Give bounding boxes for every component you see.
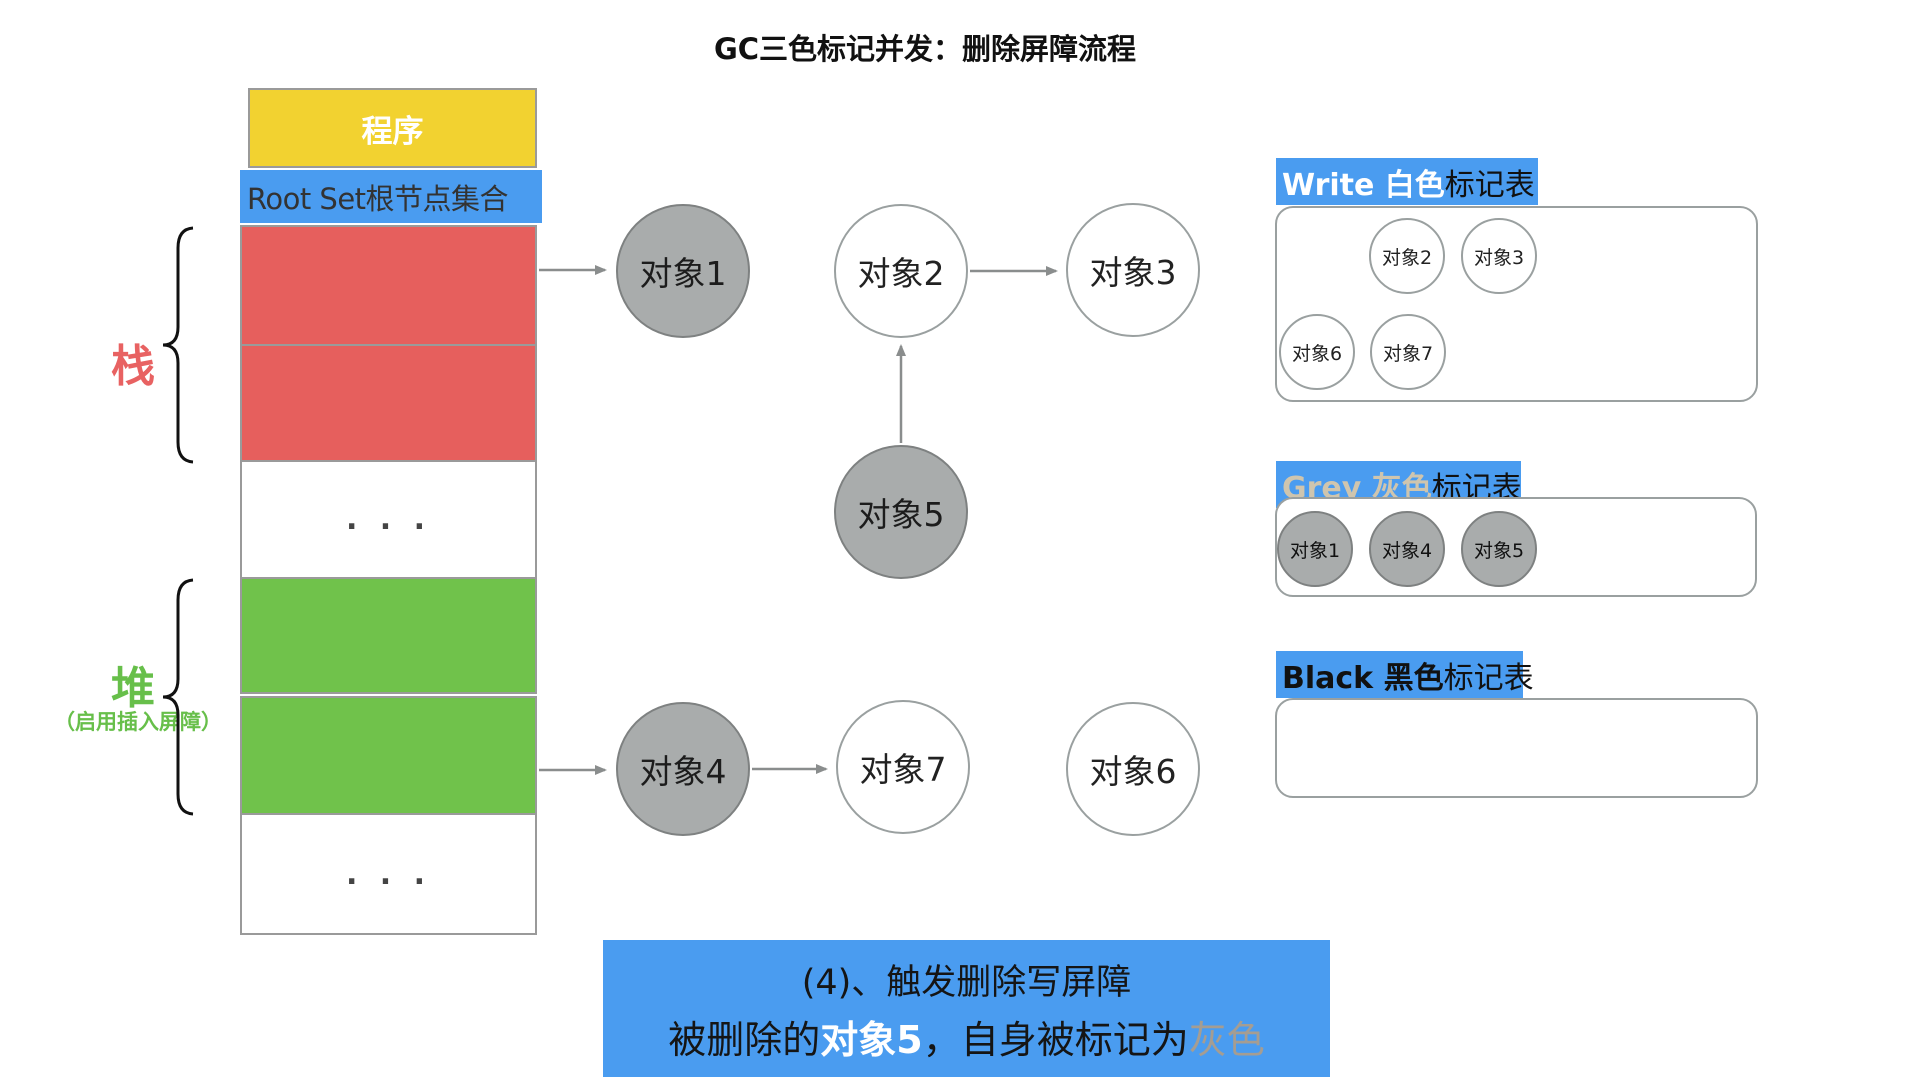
program-box: 程序	[248, 88, 537, 168]
page-title: GC三色标记并发：删除屏障流程	[713, 32, 1137, 66]
node-label: 对象1	[639, 254, 727, 293]
node-label: 对象5	[857, 495, 945, 534]
black-table-title-en: Black 黑色	[1282, 660, 1444, 696]
black-table-title-cn: 标记表	[1443, 660, 1534, 696]
caption-line1: (4)、触发删除写屏障	[801, 962, 1132, 1003]
node-label: 对象3	[1089, 253, 1177, 292]
node-label: 对象4	[639, 752, 727, 791]
graph-node-obj2: 对象2	[834, 204, 968, 338]
grey-table-item: 对象5	[1461, 511, 1537, 587]
graph-node-obj7: 对象7	[836, 700, 970, 834]
graph-node-obj3: 对象3	[1066, 203, 1200, 337]
heap-slot-2	[240, 696, 537, 815]
black-table-box	[1275, 698, 1758, 798]
item-label: 对象2	[1381, 246, 1433, 269]
white-table-item: 对象2	[1369, 218, 1445, 294]
grey-table-item: 对象4	[1369, 511, 1445, 587]
item-label: 对象6	[1291, 342, 1343, 365]
grey-table-item: 对象1	[1277, 511, 1353, 587]
root-set-box: Root Set根节点集合	[240, 170, 542, 223]
heap-ellipsis-box: . . .	[240, 813, 537, 935]
ellipsis: . . .	[345, 856, 432, 892]
program-label: 程序	[361, 113, 424, 150]
caption-color-word: 灰色	[1188, 1017, 1265, 1062]
stack-slot-2	[240, 344, 537, 462]
heap-note: （启用插入屏障）	[54, 710, 222, 734]
graph-node-obj1: 对象1	[616, 204, 750, 338]
item-label: 对象5	[1473, 539, 1525, 562]
ellipsis: . . .	[345, 502, 432, 537]
caption-line2: 被删除的对象5，自身被标记为灰色	[668, 1009, 1265, 1064]
black-table-title: Black 黑色标记表	[1276, 651, 1534, 698]
root-set-label: Root Set根节点集合	[247, 181, 509, 216]
graph-node-obj4: 对象4	[616, 702, 750, 836]
stack-label: 栈	[111, 341, 155, 392]
caption-object: 对象5	[820, 1017, 923, 1062]
stack-ellipsis-box: . . .	[240, 460, 537, 579]
graph-node-obj6: 对象6	[1066, 702, 1200, 836]
white-table-title-en: Write 白色	[1282, 167, 1445, 203]
white-table-item: 对象3	[1461, 218, 1537, 294]
item-label: 对象3	[1473, 246, 1525, 269]
white-table-title-cn: 标记表	[1444, 167, 1535, 203]
caption-middle: ，自身被标记为	[922, 1017, 1189, 1062]
caption-prefix: 被删除的	[668, 1017, 821, 1062]
white-table-item: 对象6	[1279, 314, 1355, 390]
caption-box: (4)、触发删除写屏障 被删除的对象5，自身被标记为灰色	[603, 940, 1330, 1077]
node-label: 对象2	[857, 254, 945, 293]
white-table-item: 对象7	[1370, 314, 1446, 390]
graph-node-obj5: 对象5	[834, 445, 968, 579]
item-label: 对象4	[1381, 539, 1433, 562]
heap-label: 堆	[111, 663, 155, 714]
item-label: 对象1	[1289, 539, 1341, 562]
white-table-title: Write 白色标记表	[1276, 158, 1538, 205]
stack-slot-1	[240, 225, 537, 346]
node-label: 对象7	[859, 750, 947, 789]
item-label: 对象7	[1382, 342, 1434, 365]
node-label: 对象6	[1089, 752, 1177, 791]
heap-slot-1	[240, 577, 537, 694]
